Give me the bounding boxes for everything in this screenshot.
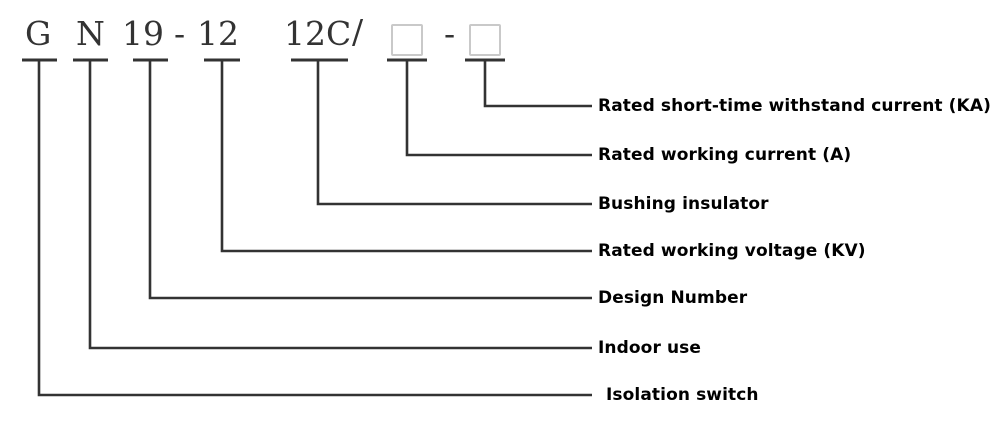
code-token-bushing: 12C <box>284 14 352 53</box>
code-token-design-number: 19 <box>122 14 164 53</box>
callout-label-bushing-insulator: Bushing insulator <box>598 194 769 214</box>
leader-design-number <box>148 60 592 300</box>
callout-label-rated-short-time-withstand-current: Rated short-time withstand current (KA) <box>598 96 991 116</box>
callout-label-rated-working-voltage: Rated working voltage (KV) <box>598 241 866 261</box>
leader-rated-short-time-withstand-current <box>483 60 592 108</box>
leader-isolation-switch <box>37 60 592 397</box>
code-token-g: G <box>25 14 52 53</box>
leader-rated-working-voltage <box>220 60 592 253</box>
code-token-voltage: 12 <box>197 14 239 53</box>
leader-bushing-insulator <box>316 60 592 206</box>
code-token-n: N <box>76 14 105 53</box>
placeholder-box-rated-short-time-withstand-current <box>469 24 501 56</box>
callout-label-indoor-use: Indoor use <box>598 338 702 358</box>
code-token-separator-dash-2: - <box>444 14 456 53</box>
callout-label-isolation-switch: Isolation switch <box>606 385 759 405</box>
leader-indoor-use <box>88 60 592 350</box>
leader-rated-working-current <box>405 60 592 157</box>
code-token-slash: / <box>352 12 364 51</box>
callout-label-rated-working-current: Rated working current (A) <box>598 145 852 165</box>
placeholder-box-rated-working-current <box>391 24 423 56</box>
code-token-separator-dash-1: - <box>174 14 186 53</box>
callout-label-design-number: Design Number <box>598 288 748 308</box>
